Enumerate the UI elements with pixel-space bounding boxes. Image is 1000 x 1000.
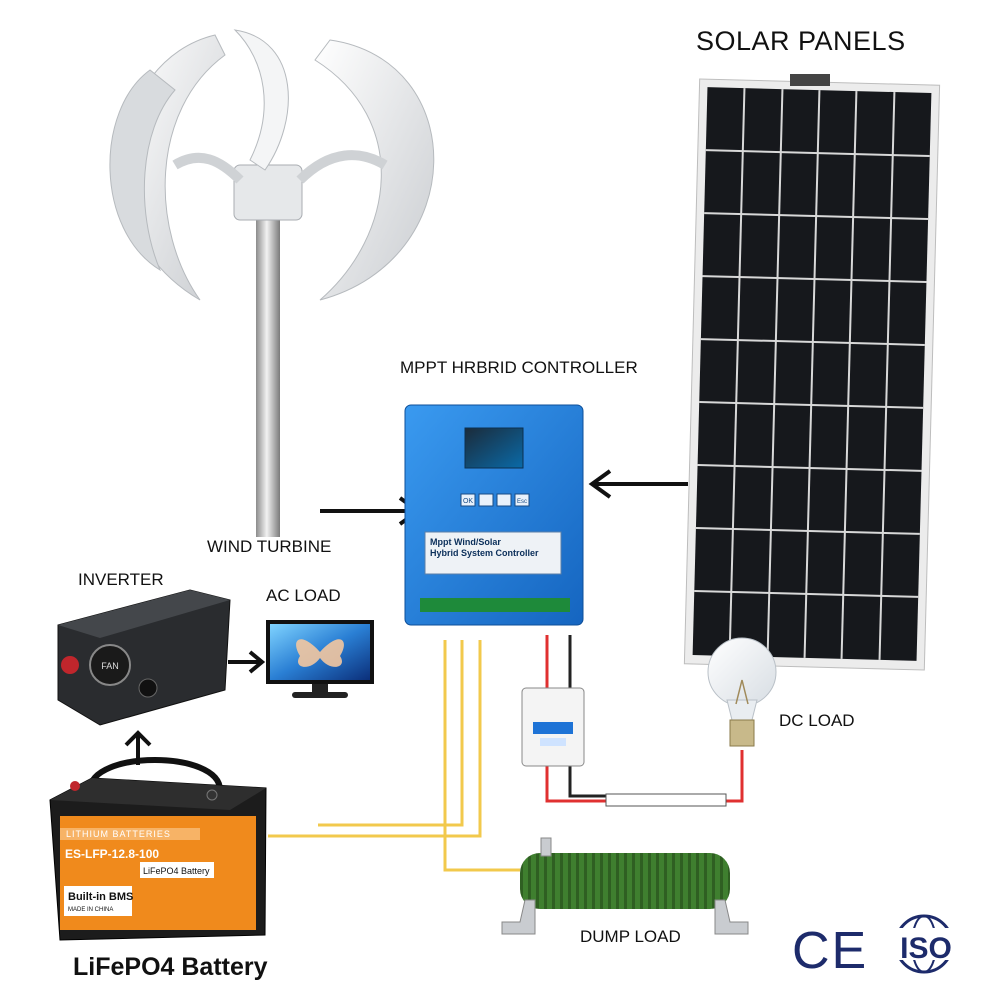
dump-load-bracket-right — [714, 899, 749, 935]
battery-wire — [268, 640, 464, 838]
ce-mark: CE — [792, 922, 868, 980]
controller-title-line1: Mppt Wind/Solar — [430, 537, 501, 547]
controller-title-line2: Hybrid System Controller — [430, 548, 539, 558]
battery-wire-2 — [318, 640, 482, 838]
bulb-neck — [726, 699, 758, 721]
bulb-filament — [735, 679, 749, 705]
monitor-base — [292, 692, 348, 698]
battery-top — [50, 778, 266, 810]
dc-load-wire-black — [568, 635, 606, 798]
controller-terminal-strip — [420, 598, 570, 612]
dc-load-wire-red — [545, 635, 606, 803]
wind-turbine — [109, 29, 435, 537]
dump-load-bracket-left — [501, 899, 536, 935]
arrow-wind-to-controller — [320, 496, 422, 526]
wind-turbine-label: WIND TURBINE — [207, 537, 332, 556]
fan-label: FAN — [101, 661, 119, 671]
wiring — [268, 635, 744, 872]
ce-mark-text: CE — [792, 922, 868, 980]
iso-mark-text: ISO — [900, 932, 952, 965]
mppt-controller: OK Esc Mppt Wind/Solar Hybrid System Con… — [404, 404, 584, 626]
battery-model: ES-LFP-12.8-100 — [65, 847, 159, 861]
battery-handle — [87, 757, 223, 791]
battery-origin: MADE IN CHINA — [68, 907, 113, 913]
battery-bms: Built-in BMS — [68, 891, 133, 903]
controller-label: MPPT HRBRID CONTROLLER — [400, 358, 638, 377]
battery-type-box — [140, 862, 214, 878]
inverter-label: INVERTER — [78, 570, 164, 589]
solar-panel-junction-box — [790, 74, 830, 86]
button-right — [496, 493, 512, 507]
solar-panel — [683, 74, 941, 671]
bulb-glass — [707, 637, 777, 707]
button-esc — [514, 493, 530, 507]
turbine-hub — [233, 164, 303, 221]
dump-load-resistor — [501, 837, 749, 935]
turbine-blade-back — [109, 69, 176, 272]
lifepo4-battery: LITHIUM BATTERIES ES-LFP-12.8-100 LiFePO… — [49, 757, 267, 941]
iso-mark: ISO — [890, 914, 962, 974]
dc-load-wire-to-bulb — [726, 750, 744, 803]
turbine-strut-left — [172, 152, 244, 184]
turbine-strut-right — [296, 150, 388, 184]
dump-load-terminal — [540, 837, 552, 857]
controller-label-plate — [424, 531, 562, 575]
arrow-solar-to-controller — [588, 469, 688, 499]
dump-load-coil — [520, 853, 730, 909]
button-ok — [460, 493, 476, 507]
battery-bms-box — [64, 886, 132, 916]
arrow-inverter-to-acload — [228, 650, 266, 674]
breaker-indicator — [540, 738, 566, 746]
battery-band — [60, 828, 200, 840]
bulb-base — [729, 719, 755, 747]
monitor-stand — [312, 684, 328, 692]
dump-load-wire — [443, 640, 520, 872]
circuit-breaker — [521, 687, 585, 767]
inverter-top — [58, 590, 230, 638]
terminal-red-icon — [61, 656, 79, 674]
battery-terminal-pos-icon — [70, 781, 80, 791]
butterfly-icon — [296, 639, 344, 667]
button-esc-label: Esc — [517, 499, 527, 505]
inline-fuse — [605, 793, 727, 807]
solar-panel-grid — [694, 88, 930, 660]
inverter: FAN — [57, 589, 231, 726]
battery-type: LiFePO4 Battery — [143, 866, 210, 876]
turbine-blade-right — [314, 39, 435, 301]
dc-load-bulb — [707, 637, 777, 747]
controller-screen — [464, 427, 524, 469]
terminal-black-icon — [138, 678, 158, 698]
button-ok-label: OK — [463, 498, 473, 505]
battery-label-text: LiFePO4 Battery — [73, 953, 268, 981]
button-left — [478, 493, 494, 507]
turbine-pole — [256, 215, 280, 537]
iso-text-bg — [890, 928, 962, 960]
battery-band-text: LITHIUM BATTERIES — [66, 829, 171, 839]
turbine-blade-center — [233, 29, 289, 171]
fan-icon — [89, 644, 131, 686]
ac-load-monitor — [266, 620, 374, 698]
dump-load-label: DUMP LOAD — [580, 927, 681, 946]
breaker-toggle — [533, 722, 573, 734]
dc-load-label: DC LOAD — [779, 711, 855, 730]
ac-load-label: AC LOAD — [266, 586, 341, 605]
battery-terminal-neg-icon — [206, 789, 218, 801]
controller-buttons: OK Esc — [460, 493, 530, 507]
solar-panels-label: SOLAR PANELS — [696, 26, 906, 56]
